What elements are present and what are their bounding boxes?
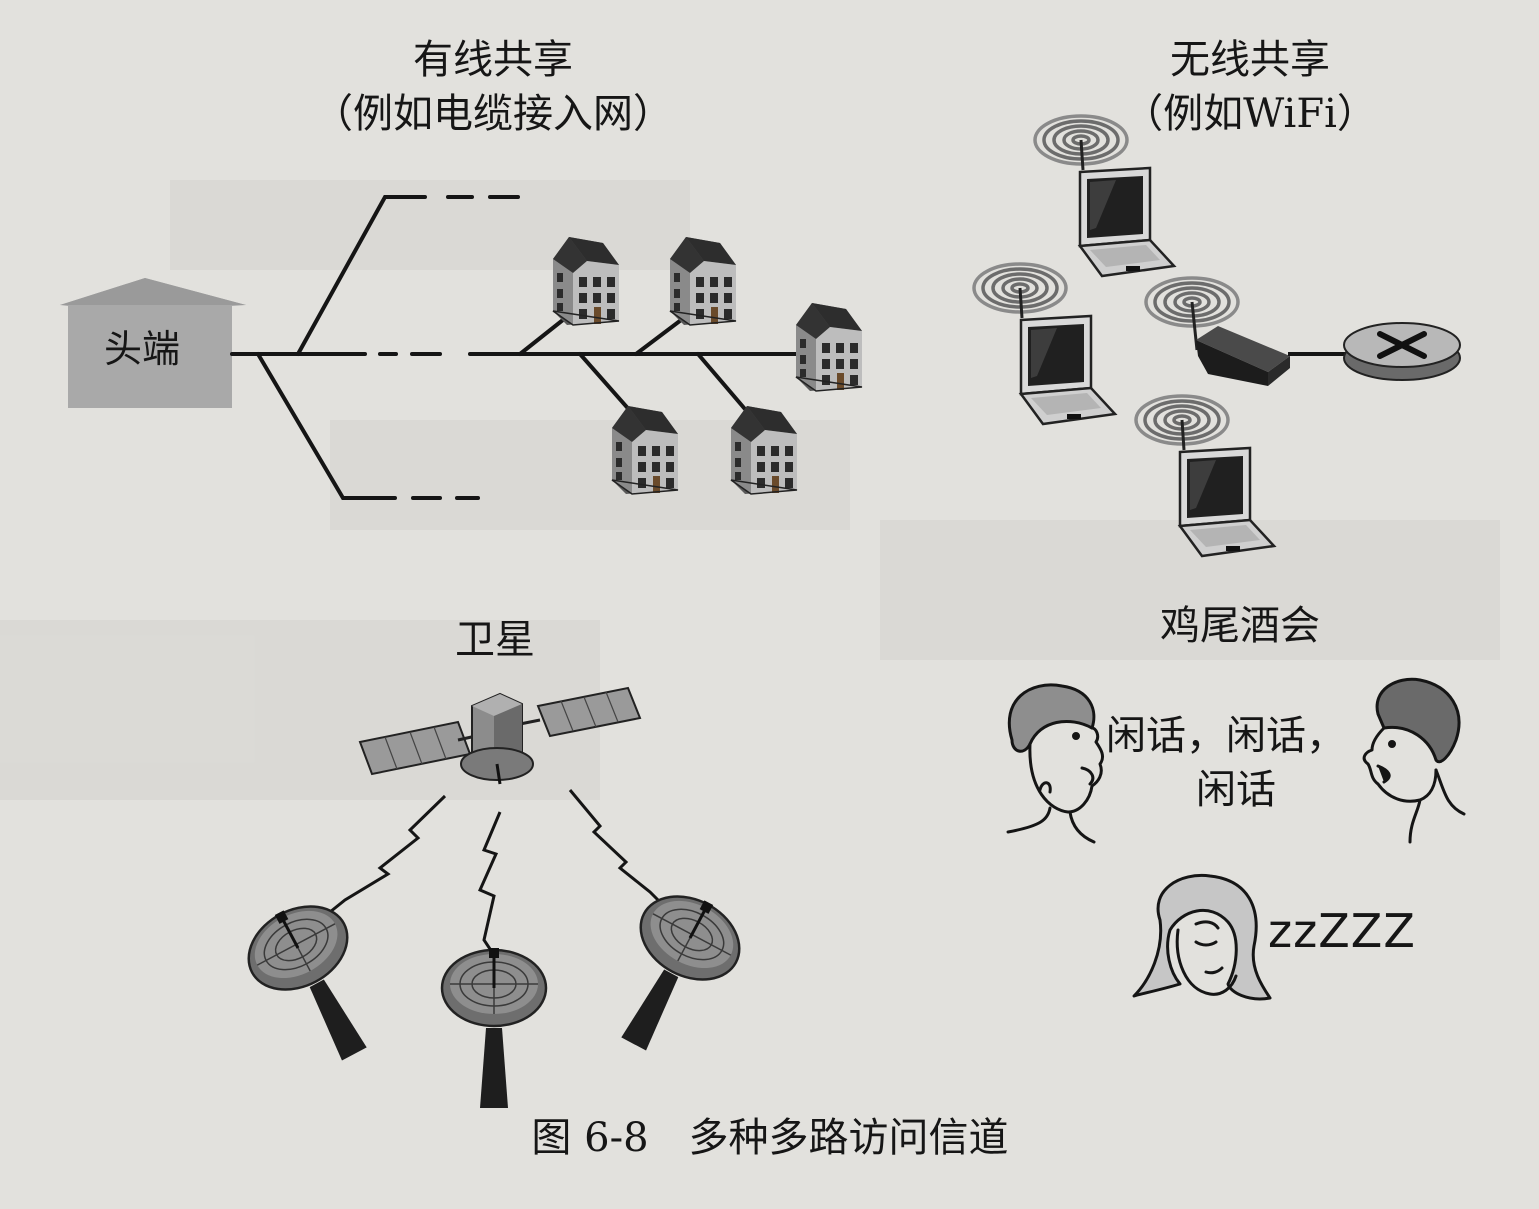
satellite-dish-icon: [440, 946, 548, 1110]
satellite-link: [231, 686, 757, 1110]
cocktail-party-title: 鸡尾酒会: [1160, 603, 1320, 649]
talking-person-icon: [1362, 677, 1466, 844]
laptop-icon: [1078, 166, 1176, 278]
cocktail-party: [1006, 677, 1466, 1001]
sleeping-person-icon: [1132, 873, 1272, 1001]
house-icon: [730, 405, 798, 495]
router-icon: [1343, 322, 1461, 381]
speech-text-line1: 闲话，闲话，: [1106, 713, 1346, 759]
laptop-icon: [1178, 446, 1276, 558]
house-icon: [611, 405, 679, 495]
laptop-icon: [1019, 314, 1117, 426]
satellite-title: 卫星: [455, 617, 535, 663]
sleep-text: zzZZZ: [1268, 904, 1416, 958]
solar-panel: [358, 720, 472, 776]
figure-caption: 图 6-8 多种多路访问信道: [531, 1115, 1009, 1161]
access-point-icon: [1196, 326, 1290, 386]
wireless-subtitle: （例如WiFi）: [1123, 91, 1377, 137]
satellite-dish-icon: [586, 876, 757, 1070]
wired-subtitle: （例如电缆接入网）: [313, 91, 673, 137]
speech-text-line2: 闲话: [1196, 767, 1276, 813]
headend-label: 头端: [104, 327, 181, 371]
wireless-network: [972, 114, 1461, 558]
headend-building: [60, 278, 246, 408]
house-icon: [552, 236, 620, 326]
cable-lines: [230, 195, 807, 500]
satellite-icon: [358, 686, 642, 785]
talking-person-icon: [1006, 683, 1104, 844]
wired-network: [60, 195, 863, 500]
wired-title: 有线共享: [413, 37, 573, 83]
house-icon: [795, 302, 863, 392]
radio-signal-lines: [329, 789, 666, 953]
satellite-dish-icon: [231, 886, 402, 1080]
bleed-through-block-4: [880, 520, 1500, 660]
wireless-title: 无线共享: [1170, 37, 1330, 83]
solar-panel: [536, 686, 642, 738]
house-icon: [669, 236, 737, 326]
